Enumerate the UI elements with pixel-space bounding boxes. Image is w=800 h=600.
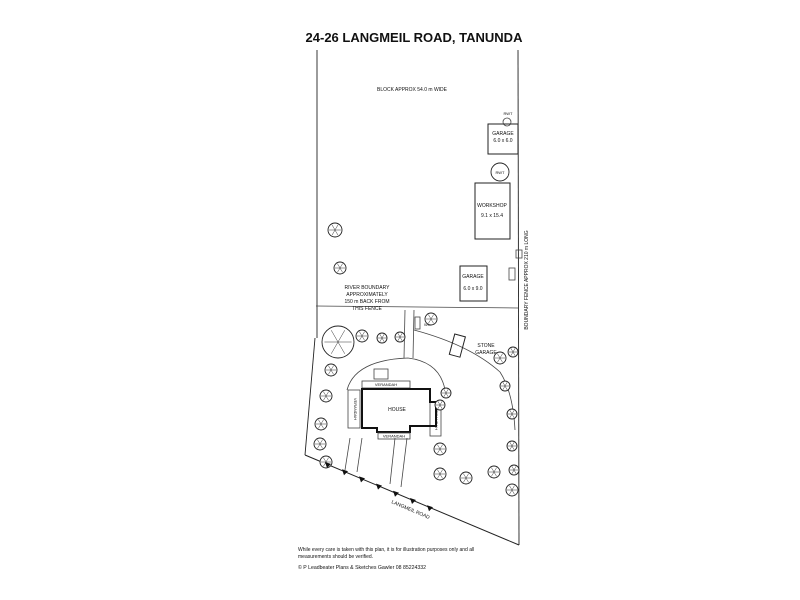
tree-icon [394,331,406,343]
tree-icon [506,408,518,420]
fence-marker [325,462,331,468]
tree-icon [314,417,328,431]
block-width-label: BLOCK APPROX 54.0 m WIDE [377,87,448,93]
svg-text:THIS FENCE: THIS FENCE [352,306,382,312]
copyright: © P Leadbeater Plans & Sketches Gawler 0… [298,565,427,571]
svg-text:6.0 x 9.0: 6.0 x 9.0 [463,286,482,292]
boundary-fence-label: BOUNDARY FENCE APPROX 210 m LONG [524,230,530,329]
svg-text:RWT: RWT [495,170,505,175]
svg-text:GARAGE: GARAGE [475,350,497,356]
shed-small-2 [508,267,516,281]
svg-text:9.1 x 15.4: 9.1 x 15.4 [481,213,503,219]
river-boundary-label: RIVER BOUNDARY APPROXIMATELY 150 m BACK … [344,285,390,312]
tree-icon [440,387,452,399]
tree-icon [493,351,507,365]
tree-icon [506,440,518,452]
tree-icon [321,325,355,359]
svg-text:APPROXIMATELY: APPROXIMATELY [346,292,388,298]
svg-text:VERANDAH: VERANDAH [375,382,397,387]
fence-marker [342,469,348,476]
disclaimer: While every care is taken with this plan… [298,547,475,560]
svg-text:VERANDAH: VERANDAH [383,434,405,439]
fence-marker [410,498,416,504]
front-fence-markers [325,462,433,512]
fence-marker [359,476,365,483]
wc: WC [414,316,431,330]
workshop: WORKSHOP 9.1 x 15.4 [474,182,511,240]
tree-icon [424,312,438,326]
stone-garage: STONE GARAGE [448,333,497,358]
road-label: LANGMEIL ROAD [390,499,430,521]
svg-text:150 m BACK FROM: 150 m BACK FROM [344,299,389,305]
fence-marker [376,483,382,490]
tree-icon [313,437,327,451]
rwt-tank: RWT [490,162,510,182]
svg-text:HOUSE: HOUSE [388,407,406,413]
garage-mid: GARAGE 6.0 x 9.0 [459,265,488,302]
svg-text:VERANDAH: VERANDAH [353,398,358,420]
tree-icon [319,455,333,469]
tree-icon [355,329,369,343]
tree-icon [324,363,338,377]
tree-icon [487,465,501,479]
fence-marker [427,505,433,512]
svg-text:RIVER BOUNDARY: RIVER BOUNDARY [345,285,391,291]
plan-title: 24-26 LANGMEIL ROAD, TANUNDA [306,30,524,45]
fence-marker [393,490,399,497]
svg-text:STONE: STONE [477,343,495,349]
tree-icon [433,442,447,456]
tree-icon [507,346,519,358]
tree-icon [433,467,447,481]
svg-text:GARAGE: GARAGE [462,274,484,280]
tree-icon [434,399,446,411]
svg-text:WC: WC [424,322,431,327]
rwt-small: RWT [502,111,513,127]
house: VERANDAH VERANDAH VERANDAH HOUSE VERANDA… [347,368,442,440]
tree-icon [499,380,511,392]
internal-fence [315,305,519,309]
shed-small [515,249,523,259]
svg-text:WORKSHOP: WORKSHOP [477,203,507,209]
svg-text:RWT: RWT [503,111,513,116]
tree-icon [327,222,343,238]
tree-icon [333,261,347,275]
tree-icon [459,471,473,485]
tree-icon [505,483,519,497]
garage-top: GARAGE 6.0 x 6.0 [487,123,519,155]
svg-text:6.0 x 6.0: 6.0 x 6.0 [493,138,512,144]
trees [313,222,520,497]
tree-icon [508,464,520,476]
tree-icon [319,389,333,403]
tree-icon [376,332,388,344]
svg-text:GARAGE: GARAGE [492,131,514,137]
